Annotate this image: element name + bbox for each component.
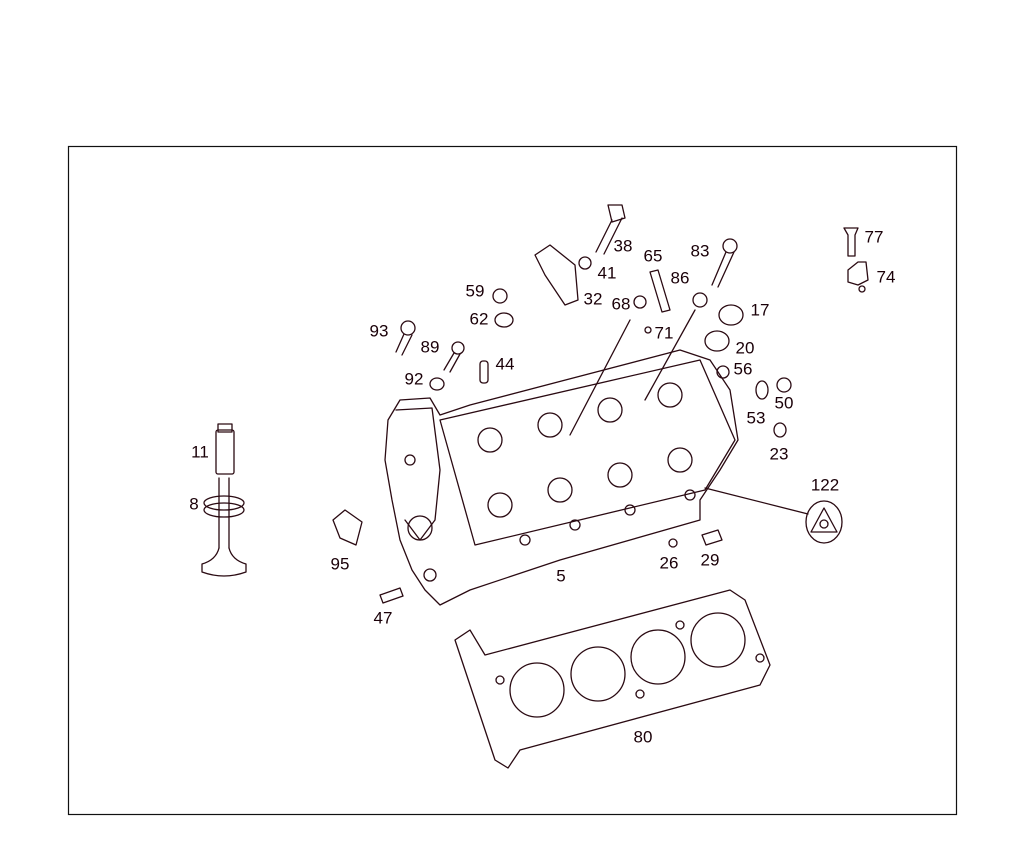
part-label-83: 83 [691, 241, 710, 260]
valve-assembly [201, 423, 247, 577]
small-parts [332, 204, 869, 604]
part-label-86: 86 [671, 268, 690, 287]
part-label-38: 38 [614, 236, 633, 255]
part-label-62: 62 [470, 309, 489, 328]
diagram-frame [67, 145, 958, 816]
part-label-59: 59 [466, 281, 485, 300]
part-label-8: 8 [189, 494, 198, 513]
part-label-47: 47 [374, 608, 393, 627]
part-label-44: 44 [496, 354, 515, 373]
part-label-95: 95 [331, 554, 350, 573]
part-label-5: 5 [556, 566, 565, 585]
part-label-32: 32 [584, 289, 603, 308]
part-label-23: 23 [770, 444, 789, 463]
part-label-89: 89 [421, 337, 440, 356]
part-label-68: 68 [612, 294, 631, 313]
part-label-80: 80 [634, 727, 653, 746]
part-label-56: 56 [734, 359, 753, 378]
part-label-53: 53 [747, 408, 766, 427]
part-label-26: 26 [660, 553, 679, 572]
part-label-29: 29 [701, 550, 720, 569]
part-label-20: 20 [736, 338, 755, 357]
part-label-50: 50 [775, 393, 794, 412]
part-label-11: 11 [191, 442, 209, 461]
part-label-41: 41 [598, 263, 617, 282]
part-label-65: 65 [644, 246, 663, 265]
part-label-74: 74 [877, 267, 896, 286]
head-gasket [454, 589, 771, 769]
part-label-77: 77 [865, 227, 884, 246]
part-label-122: 122 [811, 475, 839, 494]
part-label-71: 71 [655, 323, 674, 342]
part-label-93: 93 [370, 321, 389, 340]
cylinder-head [384, 309, 809, 606]
part-label-17: 17 [751, 300, 770, 319]
part-label-92: 92 [405, 369, 424, 388]
